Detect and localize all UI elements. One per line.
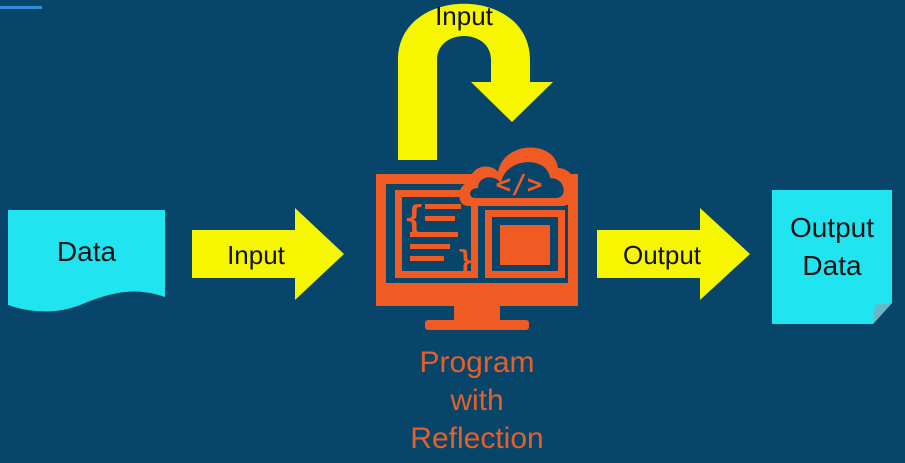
- inner-window-block: [500, 225, 550, 265]
- output-box-label-line1: Output: [789, 212, 875, 243]
- code-line: [410, 256, 444, 261]
- input-arrow: [192, 208, 344, 300]
- monitor-status-dot: [541, 291, 547, 296]
- output-arrow: [597, 208, 750, 300]
- inner-window: [485, 210, 565, 278]
- code-line: [410, 232, 458, 237]
- monitor-status-bar: [552, 291, 568, 296]
- cloud-inner: [470, 162, 564, 198]
- program-caption: Program with Reflection: [390, 344, 564, 458]
- close-brace-icon: }: [457, 244, 474, 277]
- code-cloud-icon: </>: [459, 147, 576, 206]
- code-tag-icon: </>: [496, 170, 543, 200]
- data-box: [8, 210, 165, 312]
- data-box-label: Data: [56, 236, 117, 267]
- output-box-label-line2: Data: [802, 250, 862, 281]
- feedback-loop-arrow: [398, 3, 553, 160]
- program-caption-line1: Program: [419, 346, 535, 379]
- input-arrow-label: Input: [227, 240, 285, 270]
- open-brace-icon: {: [404, 199, 424, 239]
- program-caption-line3: Reflection: [410, 422, 544, 455]
- code-line: [425, 216, 455, 221]
- program-caption-line2: with: [450, 384, 504, 417]
- output-arrow-label: Output: [622, 240, 702, 270]
- monitor-base: [425, 320, 529, 330]
- code-line: [425, 204, 461, 209]
- output-data-box: [772, 190, 892, 324]
- feedback-arrow-label: Input: [435, 1, 493, 31]
- code-line: [410, 244, 450, 249]
- output-data-box-fold: [873, 303, 892, 324]
- top-left-accent: [0, 6, 42, 9]
- monitor-neck: [454, 306, 500, 320]
- program-icon: [376, 174, 578, 330]
